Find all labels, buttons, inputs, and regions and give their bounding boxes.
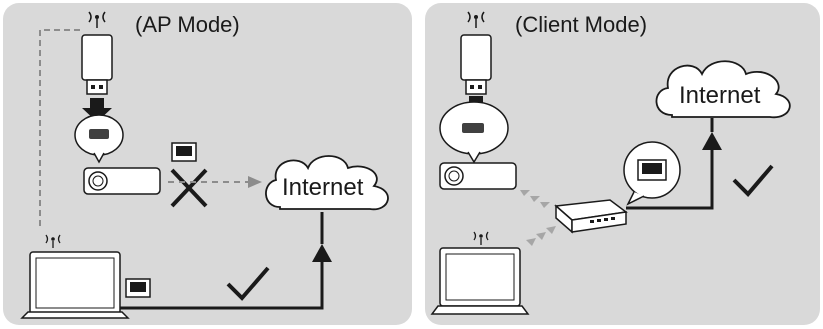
wired-link <box>626 145 714 210</box>
client-internet-label: Internet <box>679 82 761 109</box>
ap-internet-label: Internet <box>282 174 364 201</box>
ap-mode-title: (AP Mode) <box>135 12 240 37</box>
check-icon <box>226 266 270 301</box>
dongle-dashed-link <box>39 29 80 230</box>
wired-link <box>120 255 324 310</box>
wifi-signal-icon <box>88 11 106 28</box>
projector-icon <box>83 167 161 195</box>
wireless-link-laptop <box>526 226 556 246</box>
check-icon <box>732 164 774 197</box>
insert-arrow <box>82 98 112 122</box>
laptop-icon <box>20 251 130 319</box>
client-mode-title: (Client Mode) <box>515 12 647 37</box>
router-icon <box>554 199 628 234</box>
wifi-dongle-icon <box>460 34 492 95</box>
wired-link-arrow <box>312 244 332 262</box>
wifi-dongle-icon <box>81 34 113 95</box>
laptop-ethernet-port-icon <box>125 278 151 298</box>
projector-icon <box>439 162 517 190</box>
laptop-wifi-signal-icon <box>45 234 61 248</box>
ethernet-port-icon <box>171 142 197 162</box>
laptop-icon <box>430 247 530 315</box>
wireless-link-projector <box>520 190 550 208</box>
cloud-icon <box>265 155 389 211</box>
laptop-wifi-signal-icon <box>473 231 489 245</box>
ap-mode-panel: (AP Mode) <box>3 3 412 325</box>
hdmi-port-icon <box>439 101 509 164</box>
hdmi-port-icon <box>74 114 124 164</box>
wifi-signal-icon <box>467 11 485 28</box>
client-mode-panel: (Client Mode) <box>425 3 820 325</box>
ethernet-port-icon <box>623 141 681 206</box>
cross-icon <box>170 168 208 208</box>
cloud-icon <box>655 60 791 119</box>
blocked-link-arrow <box>248 176 262 188</box>
wired-link-arrow <box>702 132 722 150</box>
